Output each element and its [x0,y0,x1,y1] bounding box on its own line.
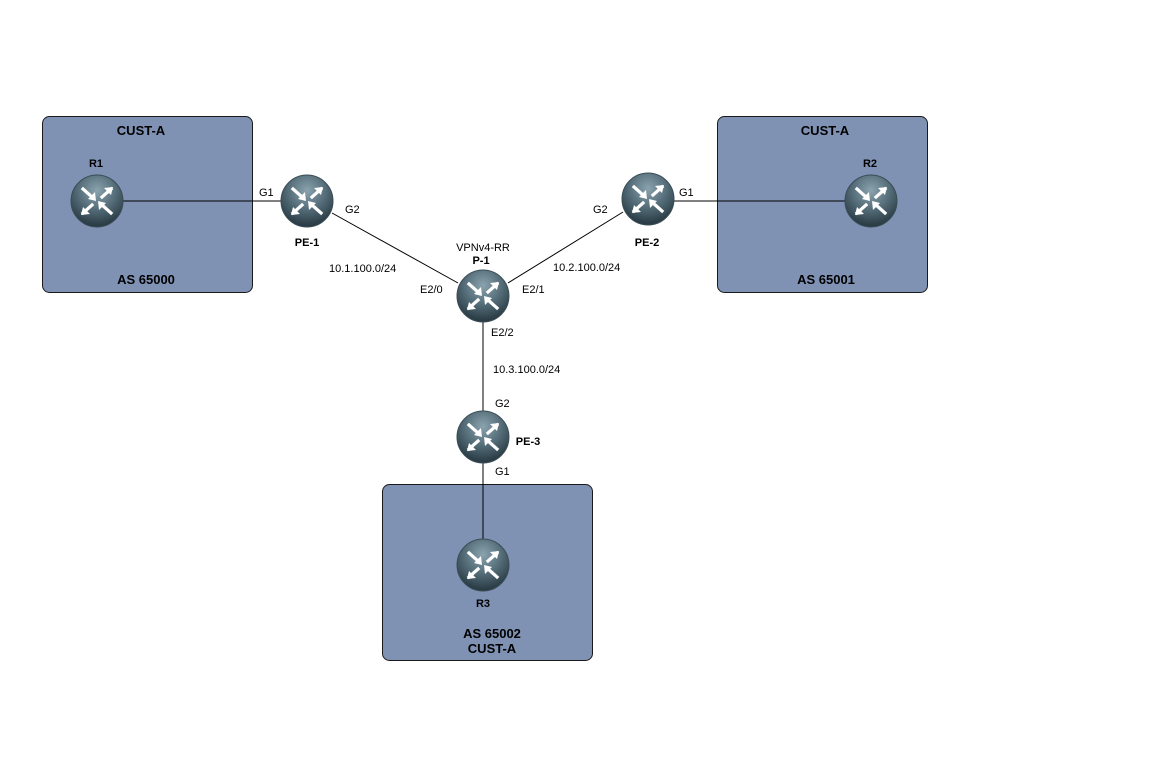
router-label: PE-3 [516,436,540,448]
site-title: CUST-A [117,123,166,138]
router-label: P-1 [472,255,489,267]
site-title: CUST-A [468,641,517,656]
router-pe3[interactable]: PE-3 [455,409,540,465]
link-pe1-p1 [331,212,459,284]
if-pe1-g1: G1 [259,187,274,199]
router-icon [69,173,125,229]
link-pe2-p1 [507,211,624,284]
router-icon [455,537,511,593]
router-label: R2 [863,158,877,170]
router-label: R1 [89,158,103,170]
if-p1-e20: E2/0 [420,284,443,296]
if-p1-e21: E2/1 [522,284,545,296]
router-pe2[interactable]: PE-2 [620,171,676,249]
site-as65000: CUST-A AS 65000 [42,116,253,293]
subnet-pe2-p1: 10.2.100.0/24 [553,262,620,274]
router-label: PE-1 [295,237,319,249]
if-p1-e22: E2/2 [491,327,514,339]
site-title: CUST-A [801,123,850,138]
if-pe1-g2: G2 [345,204,360,216]
router-r2[interactable]: R2 [843,158,899,229]
site-as: AS 65002 [463,626,521,641]
if-pe3-g1: G1 [495,466,510,478]
if-pe2-g1: G1 [679,187,694,199]
router-icon [455,268,511,324]
subnet-p1-pe3: 10.3.100.0/24 [493,364,560,376]
router-label: R3 [476,598,490,610]
router-icon [279,173,335,229]
subnet-pe1-p1: 10.1.100.0/24 [329,263,396,275]
router-icon [843,173,899,229]
site-as: AS 65001 [797,272,855,287]
router-icon [455,409,511,465]
router-r3[interactable]: R3 [455,537,511,610]
router-label: PE-2 [635,237,659,249]
router-role: VPNv4-RR [456,242,510,254]
if-pe2-g2: G2 [593,204,608,216]
router-pe1[interactable]: PE-1 [279,173,335,249]
if-pe3-g2: G2 [495,398,510,410]
router-r1[interactable]: R1 [69,158,125,229]
router-p1[interactable]: VPNv4-RR P-1 [455,242,511,324]
site-as65001: CUST-A AS 65001 [717,116,928,293]
site-as: AS 65000 [117,272,175,287]
router-icon [620,171,676,227]
